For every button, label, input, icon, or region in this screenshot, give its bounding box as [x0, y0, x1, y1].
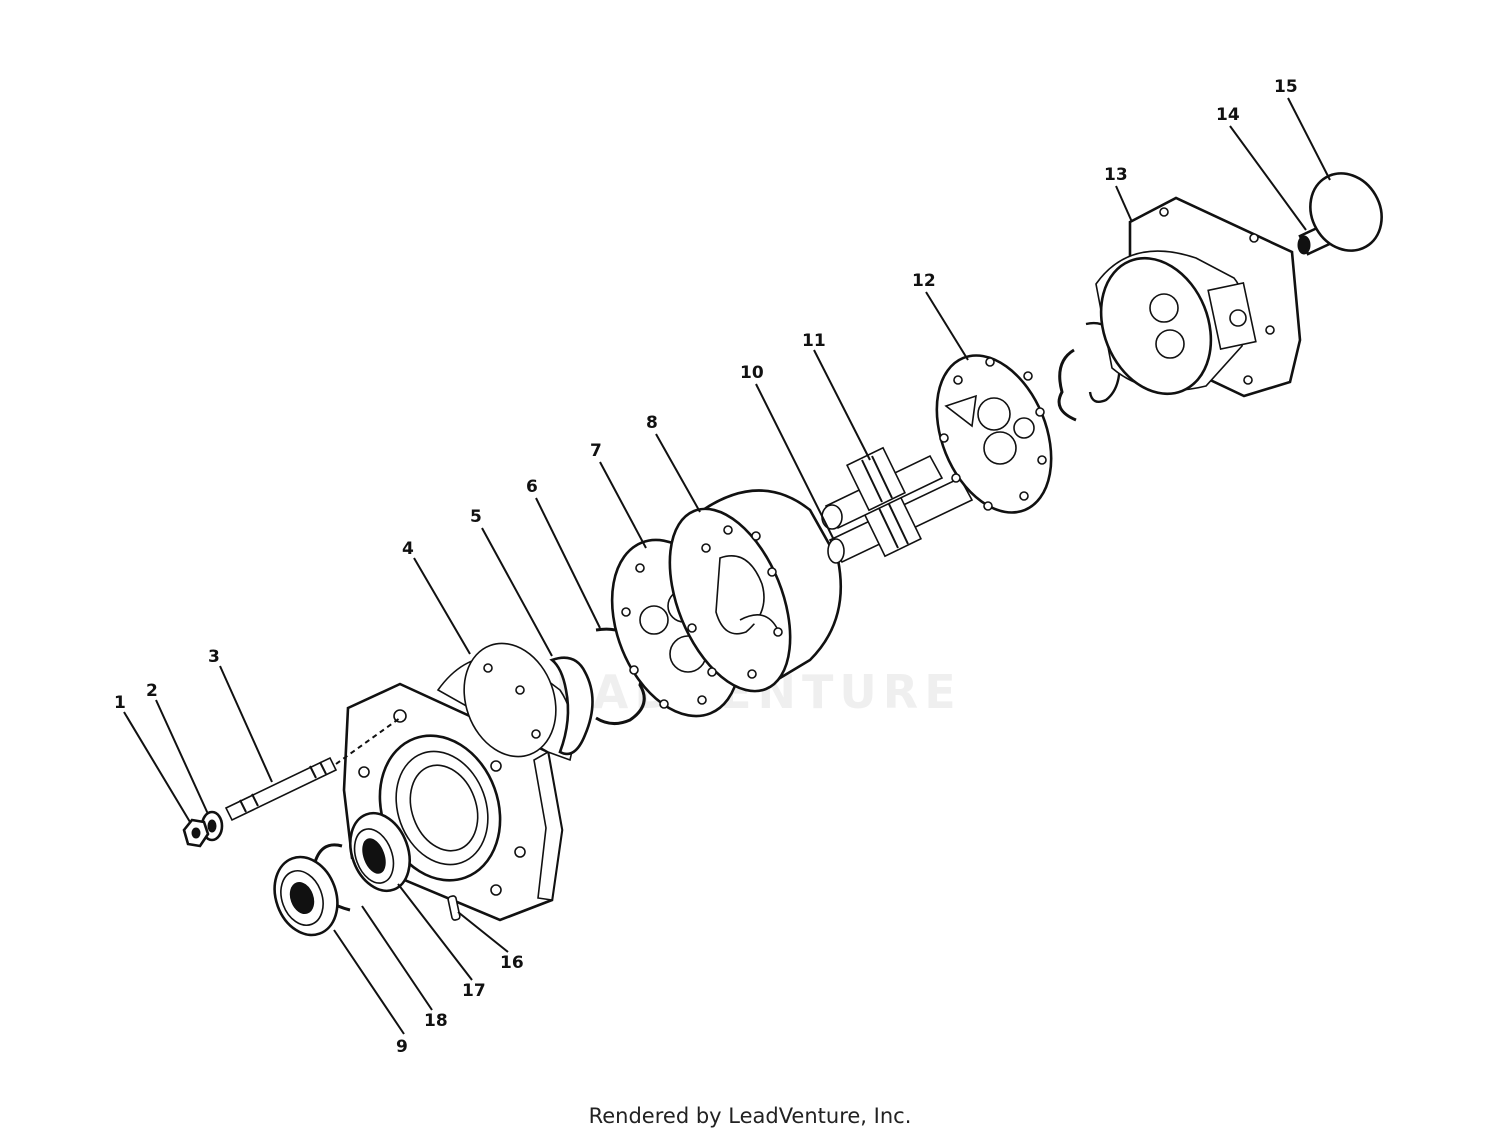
callout-5: 5 [470, 507, 482, 527]
footer-credit: Rendered by LeadVenture, Inc. [588, 1104, 912, 1128]
callout-12: 12 [912, 271, 936, 291]
callout-13: 13 [1104, 165, 1128, 185]
part-15-o-ring[interactable] [1297, 160, 1396, 263]
seal-ring-right [1057, 348, 1077, 422]
part-17-bearing[interactable] [340, 805, 420, 899]
callout-1: 1 [114, 693, 126, 713]
callout-4: 4 [402, 539, 414, 559]
part-11-idler-gear[interactable] [821, 446, 944, 530]
callout-10: 10 [740, 363, 764, 383]
callout-18: 18 [424, 1011, 448, 1031]
callout-15: 15 [1274, 77, 1298, 97]
part-1-nut[interactable] [182, 818, 210, 848]
callout-3: 3 [208, 647, 220, 667]
callout-14: 14 [1216, 105, 1240, 125]
part-16-pin[interactable] [447, 895, 461, 921]
callout-8: 8 [646, 413, 658, 433]
callout-16: 16 [500, 953, 524, 973]
part-5-seal[interactable] [549, 656, 594, 756]
part-8-gear-housing[interactable] [646, 489, 842, 708]
part-12-wear-plate[interactable] [915, 338, 1073, 529]
callout-11: 11 [802, 331, 826, 351]
callout-9: 9 [396, 1037, 408, 1057]
part-13-port-end-cover[interactable] [1082, 196, 1302, 410]
callout-17: 17 [462, 981, 486, 1001]
part-9-shaft-seal[interactable] [264, 848, 348, 944]
part-3-stud[interactable] [224, 717, 401, 822]
callout-7: 7 [590, 441, 602, 461]
callout-2: 2 [146, 681, 158, 701]
leader-lines [123, 97, 1331, 1035]
callout-labels: 1 2 3 4 5 6 7 8 9 10 11 12 13 14 15 16 1… [114, 77, 1298, 1057]
callout-6: 6 [526, 477, 538, 497]
